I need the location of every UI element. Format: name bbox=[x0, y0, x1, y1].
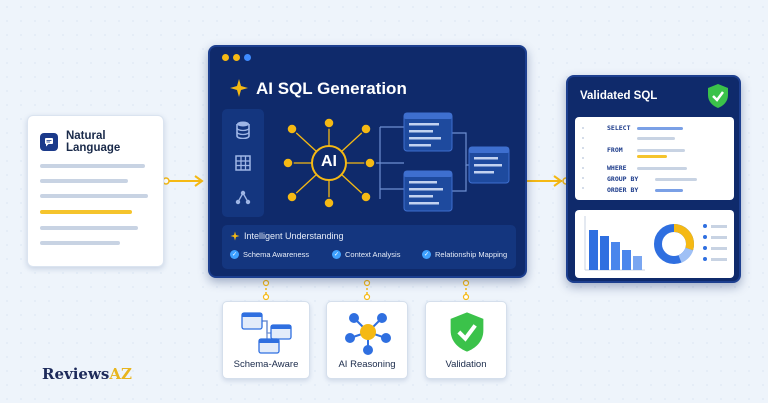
line-marker bbox=[582, 167, 584, 169]
text-line bbox=[40, 194, 148, 198]
ai-network-area: AI bbox=[272, 109, 516, 217]
feature-schema-awareness: ✓ Schema Awareness bbox=[230, 250, 309, 259]
schema-aware-card: Schema-Aware bbox=[222, 301, 310, 379]
sql-keyword-where: WHERE bbox=[607, 164, 627, 172]
sql-keyword-order-by: ORDER BY bbox=[607, 186, 639, 194]
bar-chart-icon bbox=[584, 216, 645, 271]
feature-label: Relationship Mapping bbox=[435, 250, 508, 259]
features-title: Intelligent Understanding bbox=[244, 231, 344, 241]
window-dot-red bbox=[222, 54, 229, 61]
ai-core-label: AI bbox=[321, 153, 337, 170]
ai-neural-network-icon bbox=[282, 117, 376, 209]
feature-label: Context Analysis bbox=[345, 250, 401, 259]
code-line bbox=[637, 167, 687, 170]
natural-language-title: Natural Language bbox=[65, 130, 121, 154]
schema-aware-label: Schema-Aware bbox=[233, 359, 299, 370]
check-icon: ✓ bbox=[422, 250, 431, 259]
code-line bbox=[637, 149, 685, 152]
natural-language-card: Natural Language bbox=[27, 115, 164, 267]
result-chart-box bbox=[575, 210, 734, 278]
window-dot-blue bbox=[244, 54, 251, 61]
code-line bbox=[655, 178, 697, 181]
ai-panel-title: AI SQL Generation bbox=[256, 79, 407, 98]
line-marker bbox=[582, 187, 584, 189]
feature-context-analysis: ✓ Context Analysis bbox=[332, 250, 400, 259]
validated-sql-title: Validated SQL bbox=[580, 90, 658, 102]
tool-sidebar bbox=[222, 109, 264, 217]
code-line bbox=[637, 137, 675, 140]
line-marker bbox=[582, 177, 584, 179]
code-line-highlight bbox=[637, 155, 667, 158]
table-icon bbox=[232, 152, 254, 174]
text-line bbox=[40, 241, 120, 245]
validated-sql-card: Validated SQL SELECT FROM WHERE GROUP BY… bbox=[566, 75, 741, 283]
line-marker bbox=[582, 147, 584, 149]
reviewsaz-logo: ReviewsAZ bbox=[42, 365, 132, 383]
line-marker bbox=[582, 127, 584, 129]
sparkle-icon bbox=[230, 79, 248, 97]
chat-icon bbox=[40, 133, 58, 151]
ai-sql-generation-panel: AI SQL Generation bbox=[208, 45, 527, 278]
donut-chart-icon bbox=[654, 224, 694, 264]
code-line bbox=[655, 189, 683, 192]
validation-label: Validation bbox=[445, 359, 487, 370]
line-marker bbox=[582, 137, 584, 139]
ai-reasoning-label: AI Reasoning bbox=[338, 359, 396, 370]
schema-icon bbox=[241, 312, 292, 354]
feature-relationship-mapping: ✓ Relationship Mapping bbox=[422, 250, 507, 259]
highlighted-text-line bbox=[40, 210, 132, 214]
shield-check-icon bbox=[450, 312, 484, 352]
sql-keyword-select: SELECT bbox=[607, 124, 631, 132]
sql-code-box: SELECT FROM WHERE GROUP BY ORDER BY bbox=[575, 117, 734, 200]
legend bbox=[703, 224, 727, 261]
sparkle-icon bbox=[230, 231, 240, 241]
text-line bbox=[40, 179, 128, 183]
window-dot-yellow bbox=[233, 54, 240, 61]
ai-reasoning-card: AI Reasoning bbox=[326, 301, 408, 379]
feature-label: Schema Awareness bbox=[243, 250, 310, 259]
database-icon bbox=[232, 119, 254, 141]
text-line bbox=[40, 164, 145, 168]
check-icon: ✓ bbox=[230, 250, 239, 259]
logo-text-main: Reviews bbox=[42, 365, 110, 383]
sql-keyword-from: FROM bbox=[607, 146, 623, 154]
check-icon: ✓ bbox=[332, 250, 341, 259]
sql-keyword-group-by: GROUP BY bbox=[607, 175, 639, 183]
shield-check-icon bbox=[708, 84, 728, 108]
network-icon bbox=[232, 186, 254, 208]
intelligent-understanding-box: Intelligent Understanding ✓ Schema Aware… bbox=[222, 225, 516, 269]
validation-card: Validation bbox=[425, 301, 507, 379]
logo-text-accent: AZ bbox=[109, 365, 132, 383]
schema-graph bbox=[376, 112, 510, 212]
text-line bbox=[40, 226, 138, 230]
code-line bbox=[637, 127, 683, 130]
line-marker bbox=[582, 157, 584, 159]
ai-reasoning-icon bbox=[345, 313, 391, 355]
